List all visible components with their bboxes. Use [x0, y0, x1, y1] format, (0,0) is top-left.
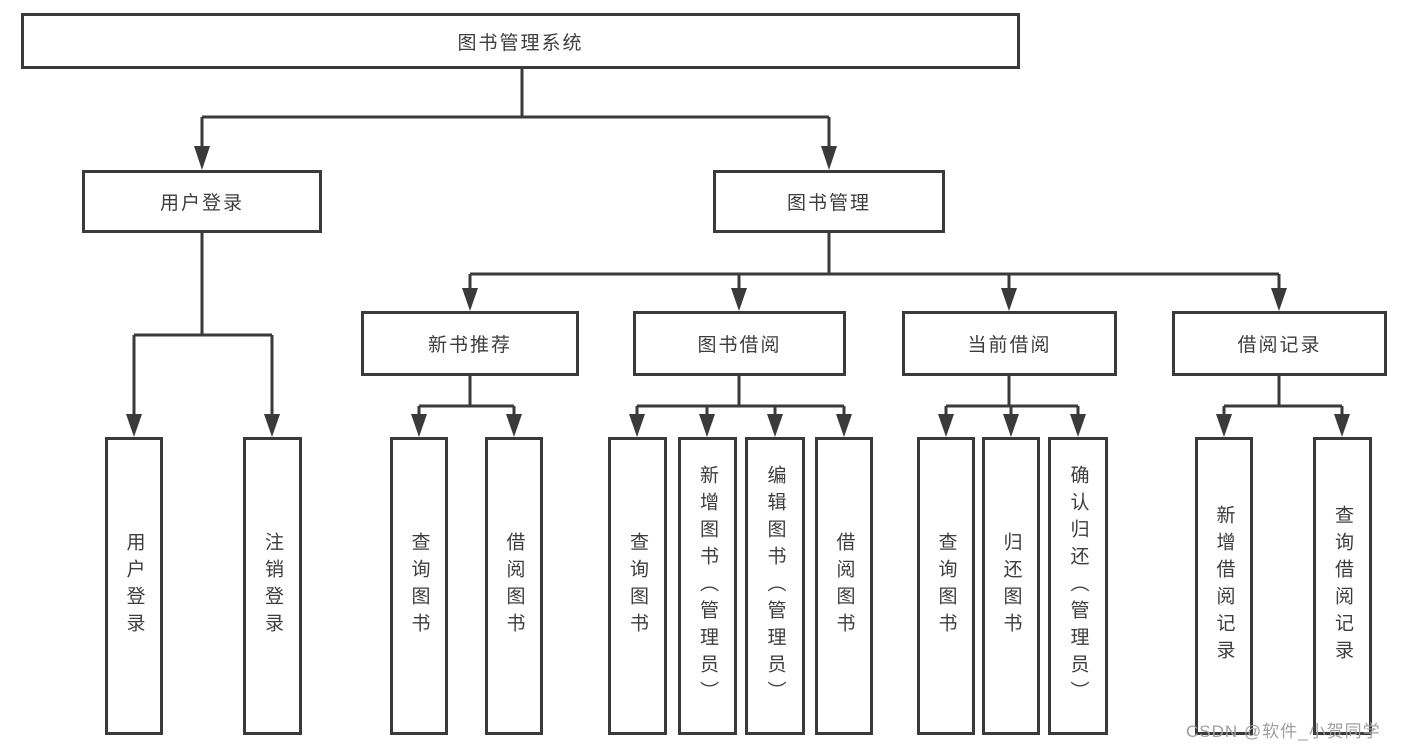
leaf-borrow-query-books: 查询图书: [608, 437, 667, 735]
node-borrow-records: 借阅记录: [1172, 311, 1387, 376]
node-root: 图书管理系统: [21, 13, 1020, 69]
node-current-borrow: 当前借阅: [902, 311, 1117, 376]
leaf-borrow-books: 借阅图书: [815, 437, 873, 735]
node-borrow-records-label: 借阅记录: [1237, 335, 1322, 356]
leaf-query-borrow-record: 查询借阅记录: [1313, 437, 1372, 735]
leaf-current-query-books: 查询图书: [917, 437, 975, 735]
node-book-management: 图书管理: [713, 170, 945, 233]
leaf-borrow-query-books-label: 查询图书: [627, 532, 648, 640]
leaf-add-books-admin: 新增图书（管理员）: [678, 437, 737, 735]
node-user-login-label: 用户登录: [159, 193, 244, 214]
csdn-watermark: CSDN @软件_小贺同学: [1186, 722, 1381, 741]
connector-root: [200, 69, 831, 150]
leaf-recommend-query-books: 查询图书: [390, 437, 448, 735]
node-book-management-label: 图书管理: [786, 193, 871, 214]
leaf-logout: 注销登录: [243, 437, 302, 735]
leaf-confirm-return-admin-label: 确认归还（管理员）: [1067, 464, 1089, 708]
leaf-user-login-label: 用户登录: [123, 532, 145, 640]
connector-borrow-records: [1222, 376, 1344, 417]
node-root-label: 图书管理系统: [457, 32, 584, 54]
leaf-edit-books-admin: 编辑图书（管理员）: [745, 437, 805, 735]
node-book-borrow: 图书借阅: [633, 311, 846, 376]
leaf-edit-books-admin-label: 编辑图书（管理员）: [764, 464, 786, 708]
connector-new-book: [417, 376, 516, 417]
node-new-book-recommend: 新书推荐: [361, 311, 579, 376]
leaf-user-login: 用户登录: [105, 437, 163, 735]
leaf-borrow-books-label: 借阅图书: [833, 532, 855, 640]
node-user-login: 用户登录: [82, 170, 322, 233]
leaf-current-query-books-label: 查询图书: [935, 532, 957, 640]
leaf-query-borrow-record-label: 查询借阅记录: [1332, 505, 1353, 667]
connector-user-login: [132, 233, 274, 417]
arrowheads: [126, 146, 1350, 437]
leaf-logout-label: 注销登录: [262, 532, 283, 640]
leaf-add-borrow-record-label: 新增借阅记录: [1213, 505, 1235, 667]
leaf-return-books: 归还图书: [982, 437, 1040, 735]
node-new-book-recommend-label: 新书推荐: [427, 335, 512, 356]
leaf-recommend-query-books-label: 查询图书: [408, 532, 430, 640]
leaf-return-books-label: 归还图书: [1000, 532, 1022, 640]
leaf-confirm-return-admin: 确认归还（管理员）: [1048, 437, 1108, 735]
leaf-add-borrow-record: 新增借阅记录: [1195, 437, 1253, 735]
node-current-borrow-label: 当前借阅: [967, 335, 1052, 356]
leaf-recommend-borrow-books: 借阅图书: [485, 437, 543, 735]
connector-book-management: [468, 232, 1281, 291]
leaf-recommend-borrow-books-label: 借阅图书: [503, 532, 525, 640]
leaf-add-books-admin-label: 新增图书（管理员）: [697, 464, 718, 708]
node-book-borrow-label: 图书借阅: [697, 335, 782, 356]
connector-current-borrow: [944, 376, 1080, 417]
connector-book-borrow: [635, 376, 846, 417]
